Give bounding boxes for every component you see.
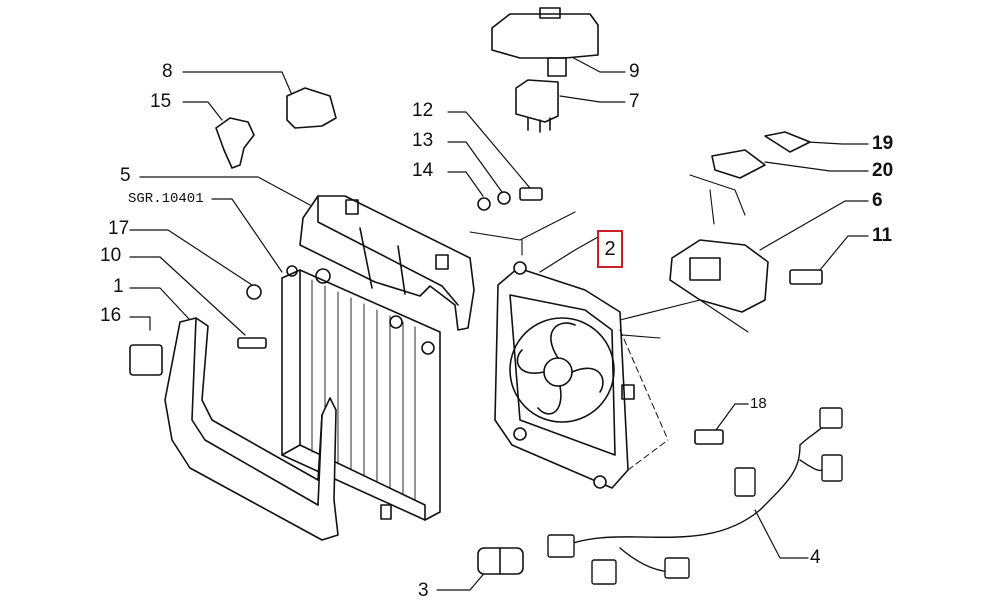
callout-20: 20 [872,160,894,181]
highlighted-callout-2-label: 2 [604,237,616,260]
highlighted-callout-2: 2 [597,230,623,268]
screw-part-10 [237,337,267,349]
callout-13: 13 [412,130,434,151]
wiring-harness-part-4 [547,407,843,585]
connector-part-19 [764,131,811,153]
thermal-switch-part-3 [477,547,524,575]
callout-10: 10 [100,245,122,266]
bolt-and-washers-12-14 [477,187,543,211]
callout-16: 16 [100,305,122,326]
assembly-dash-lines [619,329,669,471]
push-rivet-part-15 [215,117,255,169]
callout-5: 5 [120,165,131,186]
callout-sgr-10401: SGR.10401 [128,191,204,207]
clip-part-8 [286,87,337,129]
bolt-part-18 [694,429,724,445]
lower-deflector [164,317,339,541]
callout-1: 1 [113,276,124,297]
callout-12: 12 [412,100,434,121]
fan-shroud-assembly [494,261,635,489]
rubber-mount-part-16 [129,344,163,376]
leader-lines [129,54,869,591]
connector-part-20 [711,149,766,179]
relay-holder [491,7,599,77]
callout-6: 6 [872,190,883,211]
callout-3: 3 [418,580,429,600]
nut-part-17 [246,284,262,300]
callout-17: 17 [108,218,130,239]
callout-19: 19 [872,133,894,154]
bolt-part-11 [789,269,823,285]
callout-4: 4 [810,547,821,568]
relay [515,79,559,133]
callout-11: 11 [872,225,893,246]
resistor-part-6 [669,239,769,313]
callout-9: 9 [629,61,640,82]
callout-7: 7 [629,91,640,112]
callout-18: 18 [750,395,767,412]
callout-8: 8 [162,61,173,82]
callout-14: 14 [412,160,434,181]
callout-15: 15 [150,91,172,112]
upper-shroud-bracket [299,195,475,331]
